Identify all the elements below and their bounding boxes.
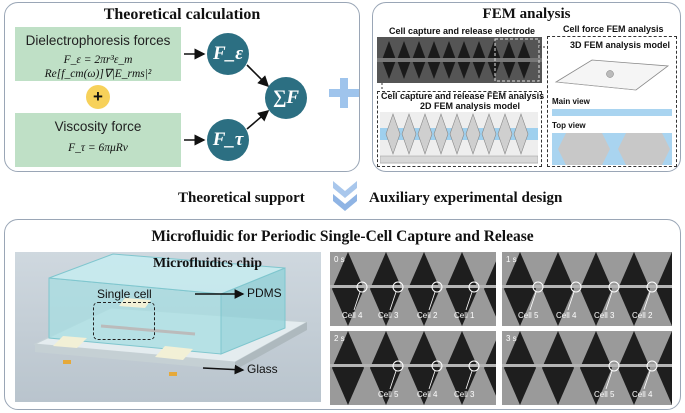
capture-fem-label: Cell capture and release FEM analysis bbox=[381, 91, 545, 101]
frame-3-cell-a: Cell 5 bbox=[594, 390, 615, 399]
big-plus-icon bbox=[329, 78, 359, 108]
chip-arrows bbox=[195, 289, 245, 375]
visc-equation: F_τ = 6πμRv bbox=[68, 142, 128, 154]
frame-0-cell-b: Cell 3 bbox=[378, 311, 399, 320]
frame-2-time: 2 s bbox=[334, 334, 345, 343]
frame-2: 2 s Cell 5 Cell 4 Cell 3 bbox=[330, 331, 496, 405]
frame-2-bg bbox=[330, 331, 496, 405]
micro-title: Microfluidic for Periodic Single-Cell Ca… bbox=[151, 228, 534, 245]
model3d-image bbox=[554, 59, 670, 91]
chip-label: Microfluidics chip bbox=[153, 256, 263, 271]
fem-connector-arrows bbox=[381, 46, 547, 91]
f-tau-text: F_τ bbox=[212, 129, 244, 150]
frame-1: 1 s Cell 5 Cell 4 Cell 3 Cell 2 bbox=[502, 252, 672, 326]
chip-svg bbox=[33, 253, 309, 376]
f-epsilon-text: F_ε bbox=[213, 43, 243, 64]
frame-1-cell-b: Cell 4 bbox=[556, 311, 577, 320]
main-view-label: Main view bbox=[552, 97, 590, 106]
chip-illustration: Microfluidics chip Single cell PDMS Glas… bbox=[15, 252, 321, 402]
f-tau-circle: F_τ bbox=[207, 119, 249, 161]
dep-equation: F_ε = 2πr³ε_m Re[f_cm(ω)]∇|E_rms|² bbox=[44, 54, 152, 80]
f-epsilon-circle: F_ε bbox=[207, 33, 249, 75]
cellforce-label: Cell force FEM analysis bbox=[563, 24, 664, 34]
top-view-image bbox=[552, 133, 672, 165]
fem-title: FEM analysis bbox=[482, 6, 571, 22]
auxiliary-design-label: Auxiliary experimental design bbox=[369, 190, 563, 206]
frame-2-cell-b: Cell 4 bbox=[417, 390, 438, 399]
fem-panel: FEM analysis Cell capture and release el… bbox=[372, 2, 681, 172]
sum-f-circle: ∑F bbox=[265, 77, 307, 119]
theoretical-support-label: Theoretical support bbox=[178, 190, 305, 206]
viscosity-force-box: Viscosity force F_τ = 6πμRv bbox=[15, 113, 181, 167]
frame-0-bg bbox=[330, 252, 496, 326]
frame-1-time: 1 s bbox=[506, 255, 517, 264]
frame-0-cell-c: Cell 2 bbox=[417, 311, 438, 320]
electrode-image bbox=[377, 37, 542, 83]
plus-glyph: + bbox=[93, 87, 103, 106]
plus-icon: + bbox=[86, 85, 110, 109]
model2d-label: 2D FEM analysis model bbox=[420, 101, 521, 111]
micro-panel: Microfluidic for Periodic Single-Cell Ca… bbox=[4, 219, 681, 410]
theory-title: Theoretical calculation bbox=[103, 6, 261, 23]
top-view-label: Top view bbox=[552, 121, 586, 130]
theory-arrows bbox=[184, 48, 270, 146]
frame-2-cell-a: Cell 5 bbox=[378, 390, 399, 399]
electrode-label: Cell capture and release electrode bbox=[389, 26, 536, 36]
main-view-bar bbox=[552, 109, 672, 116]
arrow-fe-to-sum bbox=[246, 64, 270, 88]
model3d-label: 3D FEM analysis model bbox=[570, 40, 671, 50]
frame-3-time: 3 s bbox=[506, 334, 517, 343]
dep-label: Dielectrophoresis forces bbox=[25, 33, 171, 48]
frame-3-bg bbox=[502, 331, 672, 405]
dep-force-box: Dielectrophoresis forces F_ε = 2πr³ε_m R… bbox=[15, 27, 181, 81]
frame-1-cell-d: Cell 2 bbox=[632, 311, 653, 320]
frame-0: 0 s Cell 4 Cell 3 Cell 2 Cell 1 bbox=[330, 252, 496, 326]
frame-3-cell-b: Cell 4 bbox=[632, 390, 653, 399]
frame-0-time: 0 s bbox=[334, 255, 345, 264]
cellforce-fem-box: 3D FEM analysis model Main view Top view bbox=[547, 36, 677, 167]
frame-1-cell-a: Cell 5 bbox=[518, 311, 539, 320]
theory-panel: Theoretical calculation Dielectrophoresi… bbox=[4, 2, 360, 172]
frame-0-cell-d: Cell 1 bbox=[454, 311, 475, 320]
sum-f-text: ∑F bbox=[272, 87, 300, 108]
frame-3: 3 s Cell 5 Cell 4 bbox=[502, 331, 672, 405]
frame-1-cell-c: Cell 3 bbox=[594, 311, 615, 320]
capture-fem-box: Cell capture and release FEM analysis 2D… bbox=[377, 91, 545, 167]
single-cell-label: Single cell bbox=[97, 287, 152, 301]
visc-label: Viscosity force bbox=[54, 119, 142, 134]
frame-1-bg bbox=[502, 252, 672, 326]
frame-0-cell-a: Cell 4 bbox=[342, 311, 363, 320]
single-cell-dashed-box bbox=[93, 302, 155, 340]
frame-2-cell-c: Cell 3 bbox=[454, 390, 475, 399]
pdms-label: PDMS bbox=[247, 286, 282, 300]
glass-label: Glass bbox=[247, 362, 278, 376]
arrow-ft-to-sum bbox=[246, 109, 270, 130]
double-chevron-icon bbox=[333, 181, 357, 211]
model2d-image bbox=[380, 112, 538, 164]
